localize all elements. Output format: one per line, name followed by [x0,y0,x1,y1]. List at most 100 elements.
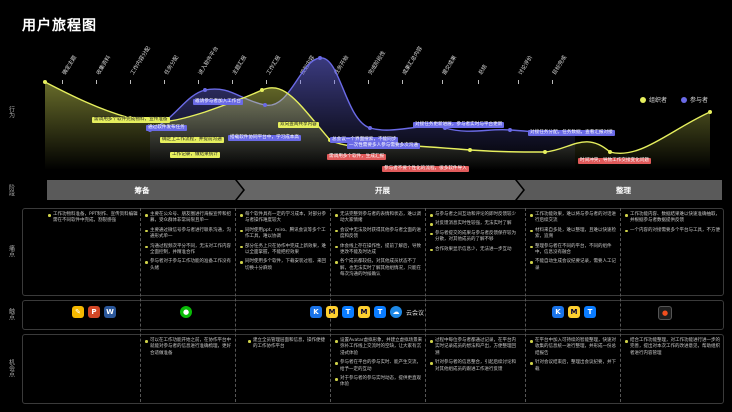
annotation: 总会议一个界面搜索，不能同步 [330,137,399,143]
ppt-icon: P [88,306,100,318]
step-tick [62,80,63,84]
touchpoint-group-2: ● [180,306,192,318]
row-label-behavior: 行为 [7,106,15,118]
pain-column: 工作功能效果，难以将与参与者的对话进行后续交流材料来自多处，难以整理，且难以快速… [530,212,618,275]
phase-execution: 开展 [375,185,390,195]
step-tick [96,80,97,84]
opportunity-item: 对于参与者的参与实时动态，提供更直观体验 [335,376,423,389]
pain-item: 与参与者之间互动和评论的即时反馈较少 [430,212,520,218]
column-separator [525,208,526,402]
pain-item: 整理参与者在不同的平台，不同的组件中，信息没有融合 [530,244,618,257]
opportunity-area [22,334,724,404]
pain-column: 工作功物料准备，PPT制作、宣传资料编辑需在不同软件中完成，割裂感强 [48,212,138,228]
step-tick [478,80,479,84]
miro-icon: M [326,306,338,318]
touchpoint-group-5: ● [658,306,672,320]
annotation: 通过软件发布任务 [146,125,187,131]
annotation: 工作记录，做结果统计 [170,152,220,158]
touchpoint-group-3: K M T M T ☁ 云会议 [310,306,424,318]
figma-icon: ● [658,306,672,320]
opportunity-item: 针对会议结束后，整理出会议纪要，并下载 [530,360,618,373]
tencent-meeting-icon: T [342,306,354,318]
notes-icon: ✎ [72,306,84,318]
touchpoint-group-1: ✎ P W [72,306,116,318]
pain-item: 参与者对于参与工作功能的准备工作没有头绪 [145,259,233,272]
participant-line [149,57,576,134]
cloud-meeting-icon: ☁ [390,306,402,318]
step-tick [442,80,443,84]
word-icon: W [104,306,116,318]
step-tick [266,80,267,84]
annotation: 时间冲突，导致工作交接变化问题 [578,158,651,164]
keynote-icon: K [310,306,322,318]
column-separator [425,208,426,402]
column-separator [235,208,236,402]
pain-item: 参与者提交的成果与参与者反馈保存较为分散，对其他成员的了解不够 [430,231,520,244]
opportunity-item: 设置Avatar虚拟形象，并建立虚拟场景来弥补工作线上交流时的空缺，让大家有沉浸… [335,338,423,357]
annotation: 对接任务分配，任务数据，查看汇报对接 [528,130,615,136]
step-tick [368,80,369,84]
opportunity-item: 参与者在平台的参与实时、能产生交流，给予一定的互动 [335,360,423,373]
opportunity-column: 建立全员管理层面和信息，操作便捷的工作协作平台 [248,338,328,354]
step-tick [552,80,553,84]
step-tick [164,80,165,84]
step-tick [402,80,403,84]
touchpoint-area [22,300,724,330]
annotation: 需调用多个软件，生成汇报 [327,154,387,160]
opportunity-item: 过程中每位参与者都通过记录，在平台内实时记录成员的想法和产出，方便整理回溯 [430,338,520,357]
miro-icon: M [358,306,370,318]
organizer-dot [640,96,646,103]
opportunity-column: 在平台中加入可持续的智能整理，快速对收集的信息统一进行整理，并形成一份总结报告针… [530,338,618,376]
annotation: 搭载软件协同平台中，学习成本高 [228,135,301,141]
pain-item: 主要在公众号、朋友圈进行海报宣传和招募，受众群体非常局限且单一 [145,212,233,225]
pain-item: 部分任务上只在协作中完成上新效果，难以全面掌握，不能把控效果 [240,244,328,257]
annotation: 一次性需要多人参与需要多次沟通 [347,143,420,149]
column-separator [620,208,621,402]
annotation: 参与者不要个性化的流程，很多软件导入 [382,166,469,172]
opportunity-item: 针对参与者的信息整合，引起后续讨论和对其他组成员的跟进工作进行反馈 [430,360,520,373]
tencent-meeting-icon: T [584,306,596,318]
page-title: 用户旅程图 [22,18,97,34]
pain-column: 无法完整到参与者的表情和状态，难以调动大家情绪会议中无法及时获得其他参与者全面的… [335,212,423,282]
pain-item: 工作功能效果，难以将与参与者的对话进行后续交流 [530,212,618,225]
organizer-area [45,82,710,170]
miro-icon: M [568,306,580,318]
annotation: 确定上工作流程，并提前沟通 [160,137,224,143]
pain-item: 对反馈消息实时性较强，无法实时了解 [430,221,520,227]
cloud-meeting-label: 云会议 [406,309,425,317]
pain-item: 工作功能内容、数据结果难以快速准确抽取，并根据参与者数据提供反馈 [625,212,720,225]
participant-dot [681,96,687,103]
pain-item: 同时使用ppt、miro、腾讯会议等多个工作工具，难以协调 [240,228,328,241]
pain-item: 主要通过微信号参与者进行联系沟通，沟通形式单一 [145,228,233,241]
touchpoint-group-4: K M T [552,306,596,318]
opportunity-column: 设置Avatar虚拟形象，并建立虚拟场景来弥补工作线上交流时的空缺，让大家有沉浸… [335,338,423,392]
legend-participant: 参与者 [681,95,708,104]
opportunity-column: 结合工作功能整理，对工作功能进行进一步的完善，提出对本次工作的改进意见，帮助组织… [625,338,720,360]
pain-column: 与参与者之间互动和评论的即时反馈较少对反馈消息实时性较强，无法实时了解参与者提交… [430,212,520,256]
pain-column: 每个软件具有一定的学习成本，对部分参与者操作难度较大同时使用ppt、miro、腾… [240,212,328,275]
phase-preparation: 筹备 [134,185,150,195]
opportunity-item: 可以在工作功能开始之前，在协作平台中就能对参与者的信息进行准确梳理，更好合适做准… [145,338,233,357]
pain-item: 一个内容的对接需要多个平台与工具，不方便 [625,228,720,234]
row-label-pain: 痛点 [7,245,15,257]
pain-item: 各个成员都较低，对其他成员状态不了解，也无法实时了解其他组情况，只能在每次沟通的… [335,259,423,278]
column-separator [140,208,141,402]
opportunity-item: 建立全员管理层面和信息，操作便捷的工作协作平台 [248,338,328,351]
tencent-meeting-icon: T [374,306,386,318]
pain-item: 同时使用多个软件，下载安装过程、来回切换十分麻烦 [240,259,328,272]
pain-item: 体会线上存在操作性，提前了解后，导致更改不能及时达成 [335,244,423,257]
column-separator [330,208,331,402]
annotation: 对接任务更新进展，参与者实时与平台更新 [413,122,505,128]
step-tick [198,80,199,84]
opportunity-column: 过程中每位参与者都通过记录，在平台内实时记录成员的想法和产出，方便整理回溯针对参… [430,338,520,376]
step-tick [518,80,519,84]
step-tick [232,80,233,84]
opportunity-item: 结合工作功能整理，对工作功能进行进一步的完善，提出对本次工作的改进意见，帮助组织… [625,338,720,357]
pain-area [22,208,724,296]
annotation: 双向查阅共享内容 [278,122,319,128]
pain-item: 无法完整到参与者的表情和状态，难以调动大家情绪 [335,212,423,225]
pain-item: 材料来自多处，难以整理，且难以快速检索，追溯 [530,228,618,241]
opportunity-column: 可以在工作功能开始之前，在协作平台中就能对参与者的信息进行准确梳理，更好合适做准… [145,338,233,360]
pain-item: 合作效果显示信息少，无法进一步互动 [430,247,520,253]
